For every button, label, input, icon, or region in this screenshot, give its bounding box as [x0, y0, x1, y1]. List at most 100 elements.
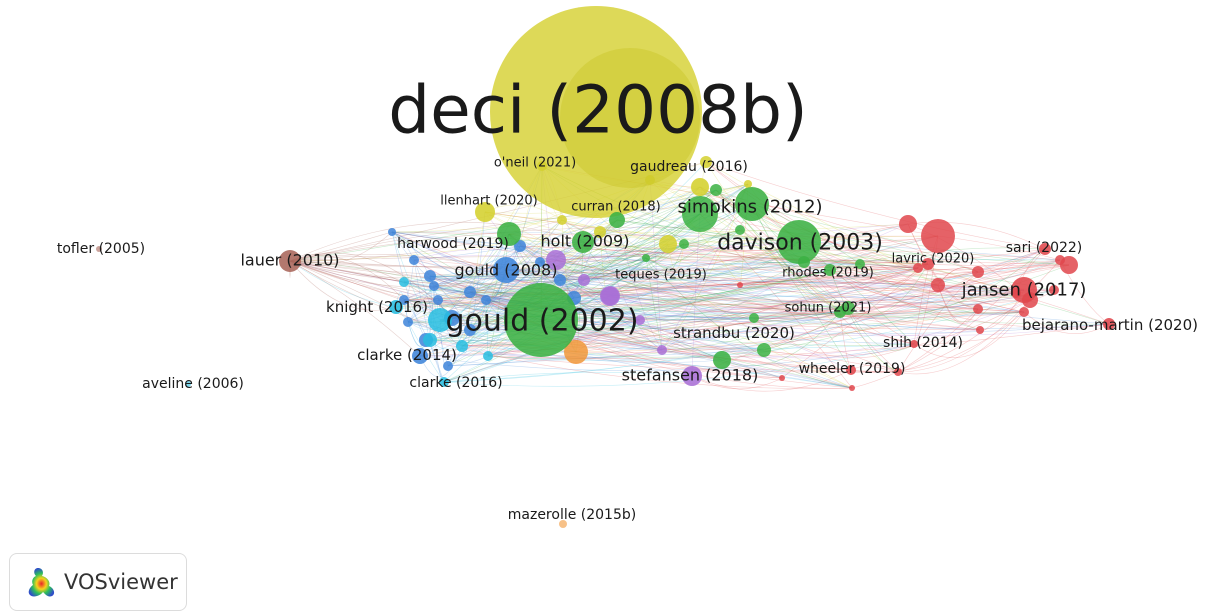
network-node[interactable] — [973, 304, 983, 314]
network-node[interactable] — [578, 274, 590, 286]
network-node[interactable] — [403, 317, 413, 327]
node-teques[interactable] — [601, 287, 619, 305]
network-node[interactable] — [635, 315, 645, 325]
node-curran[interactable] — [609, 212, 625, 228]
node-clarke[interactable] — [439, 377, 449, 387]
network-node[interactable] — [443, 361, 453, 371]
network-node[interactable] — [921, 219, 955, 253]
node-sari[interactable] — [1039, 243, 1051, 255]
node-label[interactable]: sari (2022) — [1006, 240, 1083, 256]
network-node[interactable] — [423, 333, 437, 347]
network-node[interactable] — [514, 240, 526, 252]
network-node[interactable] — [481, 295, 491, 305]
network-node[interactable] — [429, 281, 439, 291]
node-label[interactable]: teques (2019) — [615, 268, 707, 283]
node-lauer[interactable] — [279, 250, 301, 272]
network-node[interactable] — [700, 156, 712, 168]
node-clarke[interactable] — [412, 348, 428, 364]
node-label[interactable]: tofler (2005) — [57, 241, 145, 257]
node-label[interactable]: lavric (2020) — [892, 252, 975, 267]
network-node[interactable] — [1055, 255, 1065, 265]
network-node[interactable] — [972, 266, 984, 278]
node-gaudreau[interactable] — [691, 178, 709, 196]
network-node[interactable] — [737, 282, 743, 288]
vosviewer-brand-badge[interactable]: VOSviewer — [9, 553, 187, 611]
network-node[interactable] — [557, 215, 567, 225]
node-label[interactable]: holt (2009) — [541, 232, 630, 251]
network-node[interactable] — [679, 239, 689, 249]
node-label[interactable]: wheeler (2019) — [799, 361, 906, 377]
node-label[interactable]: knight (2016) — [326, 298, 428, 316]
node-oneil[interactable] — [537, 161, 547, 171]
network-node[interactable] — [456, 340, 468, 352]
network-node[interactable] — [483, 351, 493, 361]
network-node[interactable] — [744, 180, 752, 188]
network-node[interactable] — [757, 343, 771, 357]
node-label[interactable]: mazerolle (2015b) — [508, 507, 636, 523]
node-label[interactable]: davison (2003) — [717, 231, 883, 256]
network-node[interactable] — [399, 295, 409, 305]
network-node[interactable] — [428, 308, 452, 332]
node-label[interactable]: lauer (2010) — [240, 251, 339, 270]
network-node[interactable] — [976, 326, 984, 334]
node-label[interactable]: stefansen (2018) — [622, 366, 759, 385]
network-node[interactable] — [710, 184, 722, 196]
node-gould[interactable] — [493, 257, 519, 283]
network-node[interactable] — [399, 277, 409, 287]
node-label[interactable]: gould (2008) — [455, 261, 558, 280]
node-label[interactable]: llenhart (2020) — [440, 194, 537, 209]
node-harwood[interactable] — [497, 222, 521, 246]
node-jansen[interactable] — [1011, 277, 1037, 303]
node-label[interactable]: curran (2018) — [571, 200, 660, 215]
node-label[interactable]: deci (2008b) — [388, 72, 807, 149]
node-gould[interactable] — [504, 283, 578, 357]
network-node[interactable] — [388, 228, 396, 236]
node-label[interactable]: jansen (2017) — [961, 280, 1087, 301]
network-node[interactable] — [931, 278, 945, 292]
network-node[interactable] — [424, 270, 436, 282]
node-label[interactable]: gaudreau (2016) — [630, 159, 748, 175]
node-label[interactable]: rhodes (2019) — [782, 266, 874, 281]
node-label[interactable]: strandbu (2020) — [673, 324, 795, 342]
network-node[interactable] — [409, 255, 419, 265]
network-node[interactable] — [894, 368, 902, 376]
network-node[interactable] — [849, 385, 855, 391]
node-label[interactable]: aveline (2006) — [142, 376, 244, 392]
node-label[interactable]: clarke (2014) — [357, 346, 457, 364]
node-stefansen[interactable] — [682, 366, 702, 386]
node-tofler[interactable] — [96, 246, 102, 252]
network-node[interactable] — [564, 340, 588, 364]
node-shih[interactable] — [910, 340, 918, 348]
network-node[interactable] — [433, 295, 443, 305]
node-lavric[interactable] — [922, 258, 934, 270]
node-label[interactable]: shih (2014) — [883, 335, 963, 351]
network-node[interactable] — [855, 259, 865, 269]
network-node[interactable] — [779, 375, 785, 381]
node-aveline[interactable] — [185, 381, 191, 387]
node-wheeler[interactable] — [846, 365, 856, 375]
network-node[interactable] — [735, 225, 745, 235]
node-label[interactable]: clarke (2016) — [409, 375, 502, 391]
node-label[interactable]: gould (2002) — [445, 304, 638, 339]
network-node[interactable] — [546, 250, 566, 270]
network-node[interactable] — [657, 345, 667, 355]
node-label[interactable]: harwood (2019) — [397, 236, 509, 252]
network-node[interactable] — [1049, 285, 1059, 295]
node-davison[interactable] — [777, 220, 821, 264]
node-simpkins[interactable] — [735, 187, 769, 221]
node-mazerolle[interactable] — [559, 520, 567, 528]
node-bejarano-martin[interactable] — [1103, 318, 1115, 330]
node-label[interactable]: bejarano-martin (2020) — [1022, 316, 1198, 334]
node-rhodes[interactable] — [824, 264, 836, 276]
node-holt[interactable] — [572, 231, 594, 253]
network-node[interactable] — [535, 257, 545, 267]
network-node[interactable] — [913, 263, 923, 273]
network-node[interactable] — [682, 196, 718, 232]
network-node[interactable] — [659, 235, 677, 253]
network-node[interactable] — [554, 274, 566, 286]
network-node[interactable] — [749, 313, 759, 323]
node-label[interactable]: o'neil (2021) — [494, 156, 576, 171]
network-node[interactable] — [464, 324, 476, 336]
node-knight[interactable] — [389, 300, 403, 314]
